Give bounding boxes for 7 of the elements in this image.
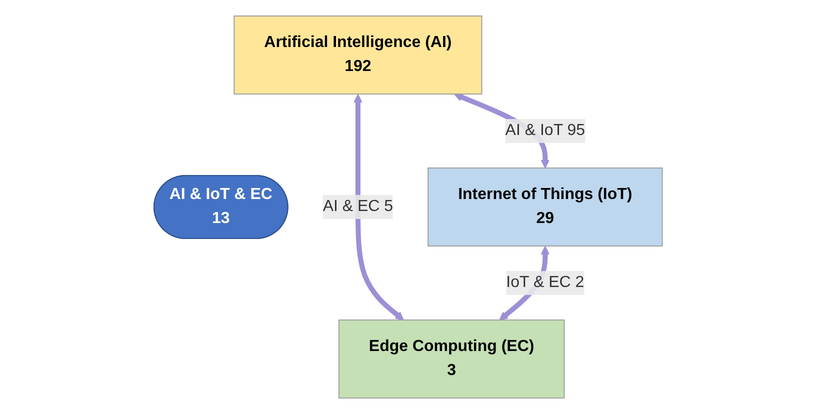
node-box: Artificial Intelligence (AI) 192	[234, 16, 483, 94]
arrow	[354, 94, 404, 320]
edge-label: AI & IoT 95	[506, 122, 586, 139]
edge-label: AI & EC 5	[323, 198, 394, 215]
node-box: Internet of Things (IoT) 29	[428, 168, 664, 246]
node-box: Edge Computing (EC) 3	[338, 320, 566, 398]
edge-label: IoT & EC 2	[506, 274, 585, 291]
